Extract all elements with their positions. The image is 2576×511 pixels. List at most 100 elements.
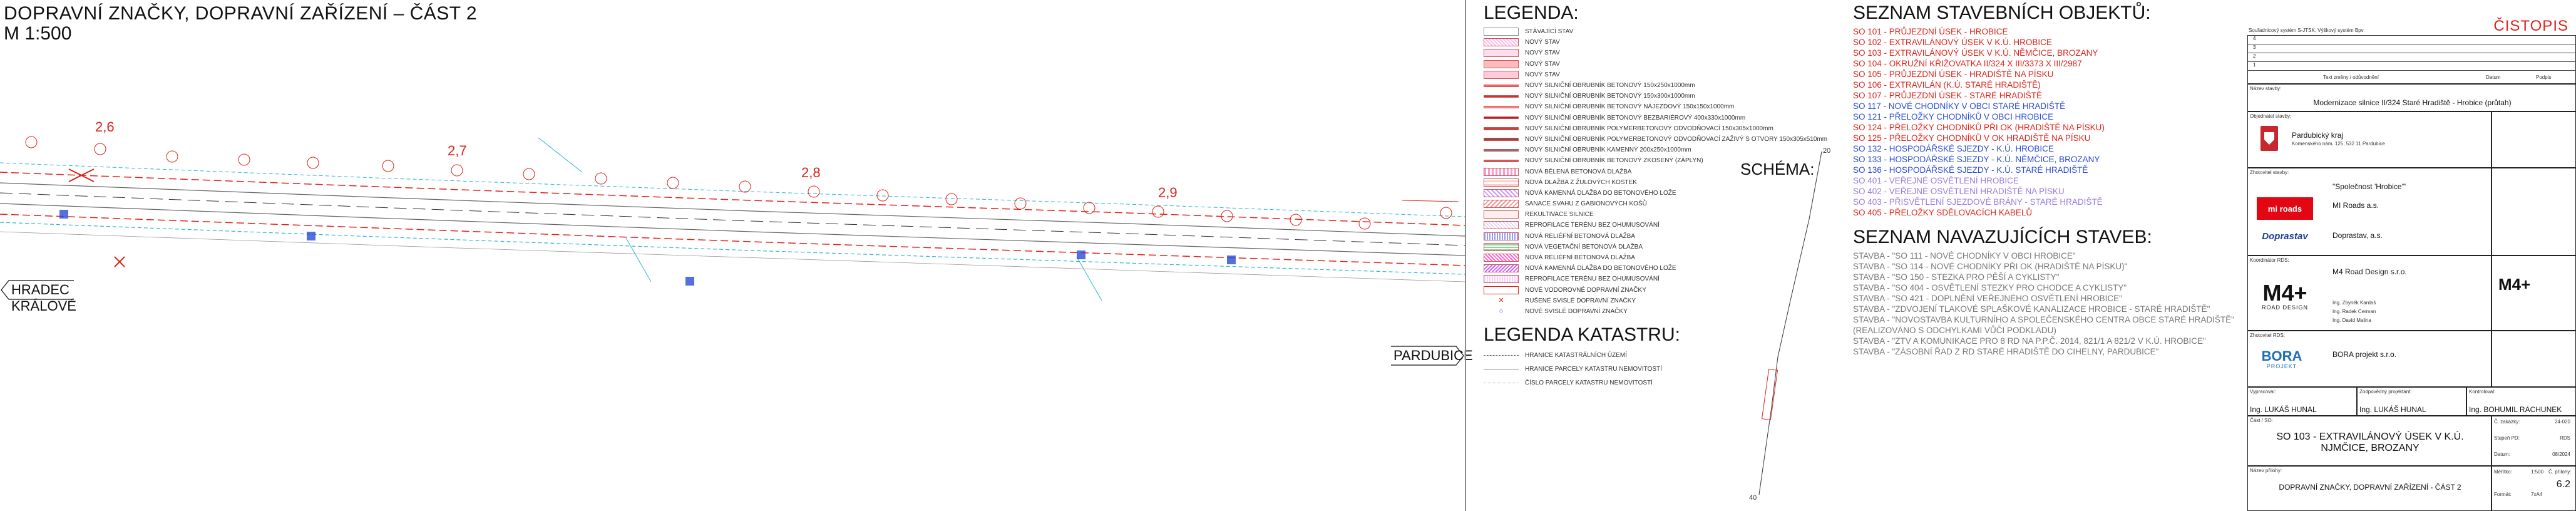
legend-label: NOVÉ SVISLÉ DOPRAVNÍ ZNAČKY (1525, 307, 1628, 315)
bora-name: BORA projekt s.r.o. (2332, 350, 2397, 359)
legend-label: NOVÁ KAMENNÁ DLAŽBA DO BETONOVÉHO LOŽE (1525, 265, 1676, 272)
katastr-line-sample (1484, 354, 1519, 356)
legend-label: NOVÝ SILNIČNÍ OBRUBNÍK BETONOVÝ NÁJEZDOV… (1525, 103, 1735, 111)
client-address: Komenského nám. 125, 532 11 Pardubice (2292, 141, 2385, 147)
katastr-legend-item: HRANICE KATASTRÁLNÍCH ÚZEMÍ (1484, 348, 1759, 362)
object-item: SO 132 - HOSPODÁŘSKÉ SJEZDY - K.Ú. HROBI… (1853, 144, 2054, 153)
legend-swatch (1484, 84, 1519, 87)
direction-arrow-hradec: HRADEC KRÁLOVÉ (0, 276, 76, 314)
contractor-1: MI Roads a.s. (2332, 201, 2379, 210)
bora-box: Zhotovitel RDS: BORA PROJEKT BORA projek… (2247, 331, 2491, 387)
designer-label: Koordinátor RDS: (2250, 257, 2289, 263)
legend-item: NOVÁ DLAŽBA Z ŽULOVÝCH KOSTEK (1484, 177, 1759, 188)
contractor-label: Zhotovitel stavby: (2250, 170, 2289, 175)
legend-swatch (1484, 105, 1519, 108)
designer-person: Ing. David Malina (2332, 317, 2371, 323)
project-name: Modernizace silnice II/324 Staré Hradišt… (2313, 98, 2512, 107)
chainage-label: 2,8 (801, 165, 821, 180)
attachment-box: Název přílohy: DOPRAVNÍ ZNAČKY, DOPRAVNÍ… (2247, 466, 2491, 511)
objects-title: SEZNAM STAVEBNÍCH OBJEKTŮ: (1853, 3, 2151, 23)
legend-swatch (1484, 232, 1519, 240)
legend-swatch (1484, 49, 1519, 58)
legend-item: NOVÝ STAV (1484, 37, 1759, 48)
revision-row: 2 (2248, 53, 2576, 62)
schema-mark-bottom: 40 (1749, 494, 1757, 502)
legend-swatch (1484, 137, 1519, 141)
revision-row: 1 (2248, 62, 2576, 71)
revision-row: 4 (2248, 36, 2576, 44)
designer-sign-box: M4+ (2491, 256, 2576, 331)
legend-item: NOVÝ SILNIČNÍ OBRUBNÍK BETONOVÝ BEZBARIÉ… (1484, 113, 1759, 123)
legend-label: REPROFILACE TERÉNU BEZ OHUMUSOVÁNÍ (1525, 222, 1660, 229)
direction-label: PARDUBICE (1393, 348, 1473, 363)
legend-swatch (1484, 126, 1519, 130)
legend-label: NOVÝ SILNIČNÍ OBRUBNÍK BETONOVÝ 150x250x… (1525, 82, 1695, 90)
katastr-legend-title: LEGENDA KATASTRU: (1484, 324, 1680, 346)
pardubicky-kraj-logo (2260, 126, 2278, 151)
chainage-label: 2,6 (95, 119, 115, 135)
legend-swatch (1484, 188, 1519, 197)
legend-item: STÁVAJÍCÍ STAV (1484, 26, 1759, 37)
chainage-label: 2,9 (1158, 185, 1178, 200)
road-plan-drawing: 2,6 2,7 2,8 2,9 (0, 119, 1465, 301)
legend-swatch (1484, 167, 1519, 176)
object-item: SO 124 - PŘELOŽKY CHODNÍKŮ PŘI OK (HRADI… (1853, 123, 2105, 132)
legend-swatch (1484, 148, 1519, 152)
bora-logo: BORA PROJEKT (2261, 348, 2302, 370)
legend-swatch (1484, 95, 1519, 98)
related-item: STAVBA - "SO 114 - NOVÉ CHODNÍKY PŘI OK … (1853, 262, 2128, 271)
katastr-legend-item: ČÍSLO PARCELY KATASTRU NEMOVITOSTÍ (1484, 376, 1759, 390)
sheet-divider (1465, 0, 1466, 511)
legend-item: REPROFILACE TERÉNU BEZ OHUMUSOVÁNÍ (1484, 274, 1759, 284)
legend-item: NOVÝ SILNIČNÍ OBRUBNÍK BETONOVÝ NÁJEZDOV… (1484, 101, 1759, 112)
object-item: SO 105 - PRŮJEZDNÍ ÚSEK - HRADIŠTĚ NA PÍ… (1853, 70, 2054, 79)
revision-row: 3 (2248, 44, 2576, 53)
legend-swatch (1484, 59, 1519, 68)
legend-label: NOVÁ KAMENNÁ DLAŽBA DO BETONOVÉHO LOŽE (1525, 189, 1676, 197)
legend-label: NOVÝ SILNIČNÍ OBRUBNÍK BETONOVÝ ZKOSENÝ … (1525, 157, 1703, 165)
order-number: 24-020 (2555, 419, 2570, 425)
project-name-box: Název stavby: Modernizace silnice II/324… (2247, 84, 2576, 111)
legend-item: NOVÉ VODOROVNÉ DOPRAVNÍ ZNAČKY (1484, 285, 1759, 296)
related-item: (REALIZOVÁNO S ODCHYLKAMI VŮČI PODKLADU) (1853, 326, 2056, 335)
object-item: SO 107 - PRŮJEZDNÍ ÚSEK - STARÉ HRADIŠTĚ (1853, 91, 2043, 100)
scale-label: M 1:500 (4, 23, 72, 44)
miroads-logo: mi roads (2257, 197, 2313, 220)
project-stage: RDS (2560, 435, 2570, 441)
legend-label: NOVÝ SILNIČNÍ OBRUBNÍK POLYMERBETONOVÝ O… (1525, 135, 1828, 143)
objects-list-panel: SEZNAM STAVEBNÍCH OBJEKTŮ: SO 101 - PRŮJ… (1853, 3, 2234, 357)
drawn-by-box: Vypracoval: Ing. LUKÁŠ HUNAL (2247, 387, 2357, 416)
client-box: Objednatel stavby: Pardubický kraj Komen… (2247, 111, 2491, 168)
legend-label: NOVÝ STAV (1525, 39, 1560, 46)
checked-by: Ing. BOHUMIL RACHUNEK (2469, 405, 2562, 414)
attachment-title: DOPRAVNÍ ZNAČKY, DOPRAVNÍ ZAŘÍZENÍ - ČÁS… (2279, 483, 2461, 492)
katastr-legend-label: HRANICE KATASTRÁLNÍCH ÚZEMÍ (1525, 351, 1627, 359)
meta-box-2: Měřítko: 1:500 Č. přílohy: 6.2 Formát: 7… (2491, 466, 2576, 511)
legend-swatch (1484, 242, 1519, 251)
revision-header: Text změny / odůvodnění (2323, 75, 2379, 80)
legend-swatch (1484, 28, 1519, 36)
legend-swatch (1484, 178, 1519, 187)
legend-item: NOVÝ SILNIČNÍ OBRUBNÍK POLYMERBETONOVÝ O… (1484, 134, 1827, 145)
legend-swatch: ○ (1484, 307, 1519, 316)
katastr-legend-label: ČÍSLO PARCELY KATASTRU NEMOVITOSTÍ (1525, 379, 1653, 386)
object-item: SO 106 - EXTRAVILÁN (K.Ú. STARÉ HRADIŠTĚ… (1853, 80, 2041, 90)
legend-label: NOVÁ RELIÉFNÍ BETONOVÁ DLAŽBA (1525, 232, 1635, 240)
coordinate-note: Souřadnicový systém S-JTSK, Výškový syst… (2249, 28, 2364, 33)
legend-label: NOVÉ VODOROVNÉ DOPRAVNÍ ZNAČKY (1525, 286, 1646, 294)
related-title: SEZNAM NAVAZUJÍCÍCH STAVEB: (1853, 227, 2152, 247)
legend-label: REPROFILACE TERÉNU BEZ OHUMUSOVÁNÍ (1525, 276, 1660, 283)
legend-item: SANACE SVAHU Z GABIONOVÝCH KOŠŮ (1484, 199, 1759, 209)
related-item: STAVBA - "NOVOSTAVBA KULTURNÍHO A SPOLEČ… (1853, 315, 2234, 324)
contractor-name: "Společnost 'Hrobice'" (2332, 182, 2406, 191)
bora-sign-box (2491, 331, 2576, 387)
legend-label: SANACE SVAHU Z GABIONOVÝCH KOŠŮ (1525, 200, 1647, 208)
object-item: SO 102 - EXTRAVILÁNOVÝ ÚSEK V K.Ú. HROBI… (1853, 38, 2052, 47)
related-item: STAVBA - "ZDVOJENÍ TLAKOVÉ SPLAŠKOVÉ KAN… (1853, 304, 2210, 314)
legend-swatch (1484, 210, 1519, 219)
client-name: Pardubický kraj (2292, 131, 2344, 140)
legend-label: STÁVAJÍCÍ STAV (1525, 28, 1574, 36)
client-label: Objednatel stavby: (2250, 113, 2292, 119)
legend-swatch (1484, 286, 1519, 294)
